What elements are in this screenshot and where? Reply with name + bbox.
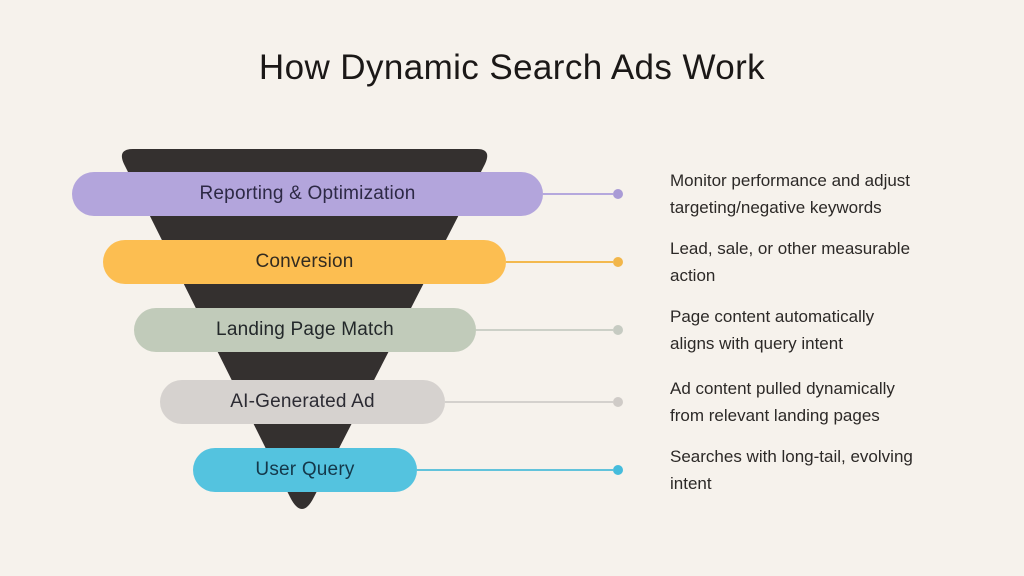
stage-label: AI-Generated Ad	[230, 391, 375, 412]
connector-dot	[613, 397, 623, 407]
description-line-1: Page content automatically	[670, 307, 875, 326]
connector-line	[543, 193, 613, 195]
stage-label: Landing Page Match	[216, 319, 394, 340]
stage-pill: Reporting & Optimization	[72, 172, 543, 216]
description-line-2: from relevant landing pages	[670, 406, 880, 425]
stage-description: Monitor performance and adjust targeting…	[670, 167, 1000, 221]
description-line-2: intent	[670, 474, 712, 493]
description-line-2: action	[670, 266, 716, 285]
stage-description: Page content automatically aligns with q…	[670, 303, 1000, 357]
stage-description: Lead, sale, or other measurable action	[670, 235, 1000, 289]
stage-description: Searches with long-tail, evolving intent	[670, 443, 1000, 497]
description-line-1: Monitor performance and adjust	[670, 171, 911, 190]
stage-label: User Query	[255, 459, 355, 480]
connector-dot	[613, 325, 623, 335]
connector-line	[417, 469, 613, 471]
description-line-1: Ad content pulled dynamically	[670, 379, 895, 398]
connector-dot	[613, 465, 623, 475]
stage-pill: Conversion	[103, 240, 506, 284]
connector-line	[506, 261, 613, 263]
connector-dot	[613, 189, 623, 199]
stage-label: Reporting & Optimization	[199, 183, 416, 204]
stage-description: Ad content pulled dynamically from relev…	[670, 375, 1000, 429]
description-line-1: Lead, sale, or other measurable	[670, 239, 911, 258]
description-line-2: aligns with query intent	[670, 334, 843, 353]
connector-dot	[613, 257, 623, 267]
stage-pill: AI-Generated Ad	[160, 380, 445, 424]
stage-pill: User Query	[193, 448, 417, 492]
connector-line	[476, 329, 613, 331]
connector-line	[445, 401, 613, 403]
description-line-2: targeting/negative keywords	[670, 198, 882, 217]
page-title: How Dynamic Search Ads Work	[258, 48, 766, 87]
stage-label: Conversion	[255, 251, 354, 272]
stage-pill: Landing Page Match	[134, 308, 476, 352]
description-line-1: Searches with long-tail, evolving	[670, 447, 913, 466]
